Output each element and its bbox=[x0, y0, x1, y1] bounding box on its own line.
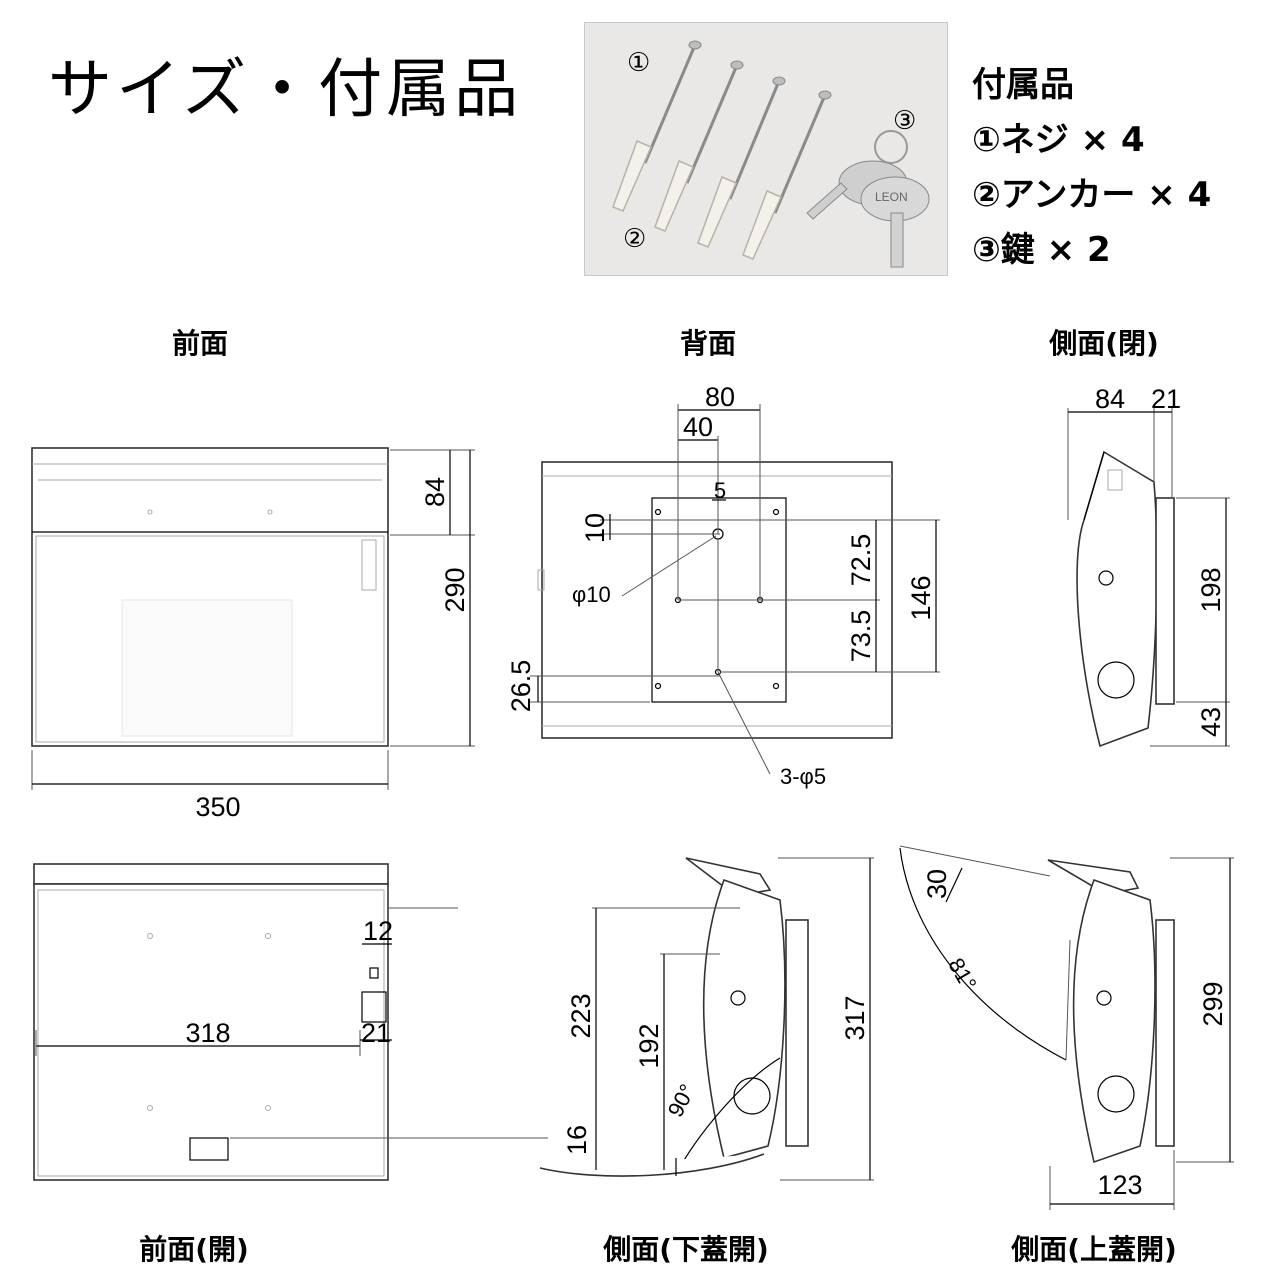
dim-lo-223: 223 bbox=[566, 993, 596, 1038]
page-title: サイズ・付属品 bbox=[48, 53, 523, 127]
key-brand-text: LEON bbox=[875, 190, 908, 204]
dim-fo-12: 12 bbox=[363, 916, 393, 946]
view-label-side-lower-open: 側面(下蓋開) bbox=[603, 1233, 769, 1266]
dim-uo-123: 123 bbox=[1097, 1170, 1142, 1200]
dim-back-80: 80 bbox=[705, 382, 735, 412]
dim-front-84: 84 bbox=[420, 477, 450, 507]
back-view-drawing bbox=[530, 404, 940, 775]
dim-front-350: 350 bbox=[195, 792, 240, 822]
dim-fo-318: 318 bbox=[185, 1018, 230, 1048]
dim-lo-317: 317 bbox=[840, 995, 870, 1040]
accessories-illustration: LEON ① ② ③ bbox=[612, 40, 930, 268]
screw-icon bbox=[643, 44, 827, 214]
accessories-photo: LEON ① ② ③ bbox=[584, 22, 948, 276]
accessories-list: 付属品 ①ネジ × 4 ②アンカー × 4 ③鍵 × 2 bbox=[972, 58, 1211, 278]
side-closed-drawing bbox=[1067, 408, 1230, 748]
accessories-heading: 付属品 bbox=[972, 65, 1074, 105]
dim-back-phi10: φ10 bbox=[572, 582, 611, 607]
front-open-drawing bbox=[33, 863, 548, 1181]
view-label-side-upper-open: 側面(上蓋開) bbox=[1011, 1233, 1177, 1266]
marker-2: ② bbox=[623, 224, 646, 254]
dim-front-290: 290 bbox=[440, 567, 470, 612]
marker-1: ① bbox=[627, 48, 650, 78]
dim-uo-30: 30 bbox=[922, 869, 952, 899]
anchor-icon bbox=[612, 139, 782, 260]
view-label-side-closed: 側面(閉) bbox=[1049, 327, 1159, 360]
dim-uo-81: 81° bbox=[943, 954, 981, 995]
dim-back-3phi5: 3-φ5 bbox=[780, 764, 826, 789]
view-label-back: 背面 bbox=[679, 327, 737, 360]
dim-side-43: 43 bbox=[1196, 707, 1226, 737]
dim-back-72-5: 72.5 bbox=[846, 534, 876, 587]
dim-back-146: 146 bbox=[906, 575, 936, 620]
accessory-item: ②アンカー × 4 bbox=[972, 175, 1212, 215]
dim-back-73-5: 73.5 bbox=[846, 610, 876, 663]
dim-lo-192: 192 bbox=[634, 1023, 664, 1068]
dim-side-84: 84 bbox=[1095, 384, 1125, 414]
view-label-front-open: 前面(開) bbox=[139, 1233, 249, 1266]
dim-lo-16: 16 bbox=[562, 1125, 592, 1155]
view-label-front: 前面 bbox=[171, 327, 229, 360]
dim-side-198: 198 bbox=[1196, 567, 1226, 612]
dim-back-5: 5 bbox=[714, 478, 726, 503]
side-upper-open-drawing bbox=[899, 845, 1234, 1210]
dim-back-10: 10 bbox=[580, 513, 610, 543]
key-icon: LEON bbox=[806, 130, 930, 268]
dim-fo-21: 21 bbox=[361, 1018, 391, 1048]
dim-side-21: 21 bbox=[1151, 384, 1181, 414]
dim-lo-90: 90° bbox=[663, 1080, 701, 1121]
front-view-drawing bbox=[31, 447, 475, 790]
side-lower-open-drawing bbox=[539, 857, 874, 1181]
dim-back-26-5: 26.5 bbox=[506, 660, 536, 713]
accessory-item: ①ネジ × 4 bbox=[972, 120, 1145, 160]
dim-uo-299: 299 bbox=[1198, 981, 1228, 1026]
dim-back-40: 40 bbox=[683, 412, 713, 442]
marker-3: ③ bbox=[893, 106, 916, 136]
accessory-item: ③鍵 × 2 bbox=[972, 230, 1111, 270]
